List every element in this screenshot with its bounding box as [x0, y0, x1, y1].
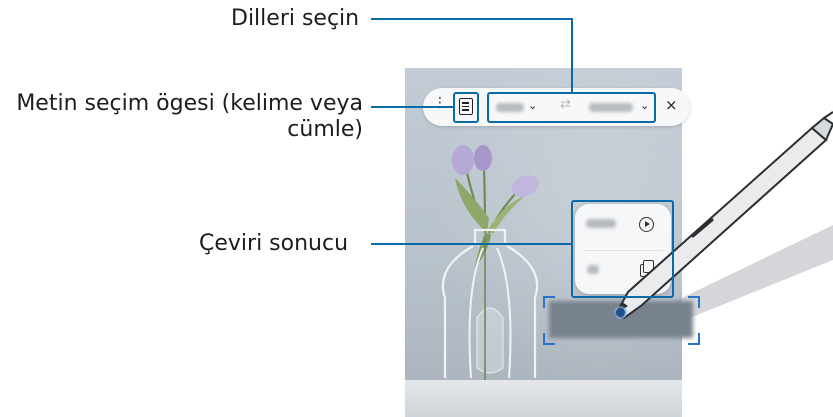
leader-languages-vertical	[571, 18, 573, 93]
callout-select-languages: Dilleri seçin	[231, 6, 360, 31]
translated-word	[586, 219, 616, 228]
leader-languages-horizontal	[371, 18, 573, 20]
card-divider	[583, 250, 663, 251]
table-surface	[405, 380, 682, 417]
source-language-chevron-icon[interactable]: ⌄	[528, 99, 538, 112]
leader-text-selection	[371, 106, 454, 108]
source-language-value	[496, 103, 524, 112]
selection-handle-top-right[interactable]	[688, 296, 700, 308]
selection-handle-top-left[interactable]	[543, 296, 555, 308]
language-selectors-highlight	[487, 92, 656, 123]
result-card-highlight	[571, 200, 674, 298]
vase-illustration	[441, 145, 539, 388]
text-mode-button-highlight	[453, 92, 479, 123]
callout-translation-result: Çeviri sonucu	[199, 231, 349, 256]
pen-tip-indicator	[616, 308, 625, 317]
swap-arrows-icon[interactable]: ⇄	[560, 97, 571, 112]
translation-detail	[587, 265, 599, 274]
leader-result	[371, 243, 572, 245]
play-circle-icon[interactable]	[639, 217, 654, 232]
text-document-icon[interactable]	[459, 98, 473, 115]
callout-text-selection-line2: cümle)	[287, 117, 363, 142]
callout-text-selection-line1: Metin seçim ögesi (kelime veya	[16, 91, 363, 116]
translation-toolbar	[423, 88, 690, 126]
target-language-chevron-icon[interactable]: ⌄	[640, 99, 650, 112]
close-icon[interactable]: ×	[665, 96, 678, 114]
selection-handle-bottom-left[interactable]	[543, 333, 555, 345]
target-language-value	[589, 103, 633, 112]
selection-handle-bottom-right[interactable]	[688, 333, 700, 345]
